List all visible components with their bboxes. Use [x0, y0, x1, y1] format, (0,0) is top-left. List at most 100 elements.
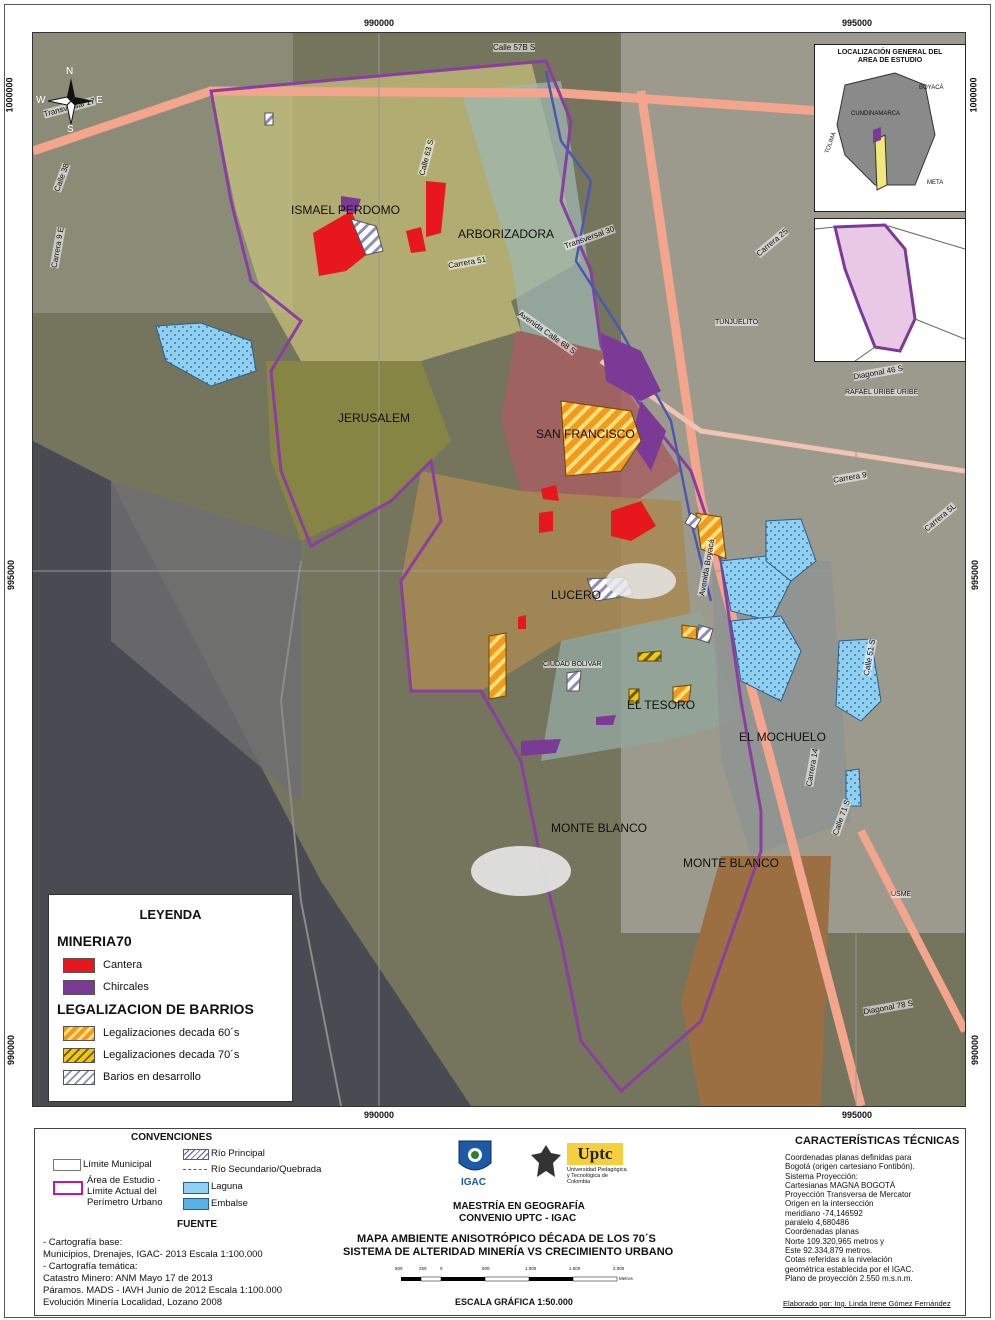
inset-label-cundinamarca: CUNDINAMARCA	[851, 111, 901, 117]
tech-line-1: Coordenadas planas definidas para	[785, 1153, 912, 1162]
cantera-4	[541, 485, 559, 501]
legend-label-chircales: Chircales	[103, 981, 149, 993]
conv-label-study: Área de Estudio - Límite Actual del Perí…	[87, 1175, 163, 1208]
barrio-desarrollo-3	[684, 512, 702, 530]
tech-line-10: Norte 109.320,965 metros y	[785, 1236, 885, 1246]
page-frame	[4, 4, 991, 1318]
zone-label-monteblanco-2: MONTE BLANCO	[683, 856, 780, 870]
legend-item-70s: Legalizaciones decada 70´s	[63, 1047, 239, 1063]
swatch-desarrollo	[63, 1069, 95, 1085]
cantera-6	[539, 511, 553, 533]
coord-bottom-1: 990000	[364, 1110, 395, 1120]
street-calle-57b: Calle 57B S	[493, 43, 536, 52]
tech-lines: Coordenadas planas definidas para Bogotá…	[785, 1153, 915, 1283]
legend-label-desarrollo: Barios en desarrollo	[103, 1071, 201, 1083]
igac-logo-icon	[458, 1140, 492, 1171]
legend-item-desarrollo: Barios en desarrollo	[63, 1069, 201, 1085]
tech-line-2: Bogotá (origen cartesiano Fontibón).	[785, 1162, 915, 1172]
scale-unit: Metros	[619, 1276, 633, 1281]
legend-item-60s: Legalizaciones decada 60´s	[63, 1025, 239, 1041]
zone-label-arborizadora: ARBORIZADORA	[458, 227, 555, 241]
chircal-2	[631, 401, 666, 471]
coord-top-2: 995000	[842, 18, 873, 28]
scale-tick-1: 500	[395, 1266, 403, 1271]
map-graphics	[33, 33, 965, 1106]
compass-icon	[47, 78, 94, 125]
barrio-desarrollo-6	[264, 112, 274, 126]
zone-label-perdomo: ISMAEL PERDOMO	[291, 203, 400, 217]
coord-left-1: 1000000	[4, 77, 15, 113]
source-line-1: - Cartografía base:	[43, 1237, 123, 1248]
tech-line-6: Origen en la intersección	[785, 1199, 874, 1209]
tech-line-5: Proyección Transversa de Mercator	[785, 1190, 912, 1200]
compass-s: S	[67, 124, 74, 135]
source-line-5: Páramos. MADS - IAVH Junio de 2012 Escal…	[43, 1285, 283, 1296]
conv-swatch-rio-principal	[183, 1149, 209, 1160]
conv-swatch-study	[53, 1181, 83, 1195]
cloud-2	[606, 563, 676, 599]
legend-item-cantera: Cantera	[63, 957, 142, 973]
laguna-4	[730, 615, 802, 702]
coord-left-2: 995000	[6, 559, 17, 591]
tech-line-12: Cotas referidas a la nivelación	[785, 1255, 893, 1265]
conv-label-embalse: Embalse	[211, 1198, 248, 1209]
map-title-line-2: SISTEMA DE ALTERIDAD MINERÍA VS CRECIMIE…	[343, 1246, 674, 1258]
barrio-desarrollo-4	[566, 670, 582, 692]
label-rafael-uribe: RAFAEL URIBE URIBE	[845, 389, 919, 396]
compass-w: W	[36, 95, 46, 106]
chircal-1	[601, 333, 661, 401]
laguna-6	[845, 768, 862, 807]
source-line-6: Evolución Minería Localidad, Lozano 2008	[43, 1297, 223, 1308]
scale-tick-3: 0	[440, 1266, 443, 1271]
scale-tick-4: 500	[482, 1266, 490, 1271]
conv-swatch-rio-secundario	[183, 1169, 207, 1170]
swatch-60s	[63, 1025, 95, 1041]
source-line-3: - Cartografía temática:	[43, 1261, 138, 1272]
zone-label-jerusalem: JERUSALEM	[338, 411, 411, 425]
coord-right-1: 1000000	[968, 77, 979, 113]
conv-label-municipal: Límite Municipal	[83, 1159, 152, 1170]
master-label: MAESTRÍA EN GEOGRAFÍA	[453, 1201, 585, 1212]
swatch-cantera	[63, 957, 95, 973]
legalizacion-60s-1	[560, 400, 642, 477]
zone-label-mochuelo: EL MOCHUELO	[739, 730, 826, 744]
zone-jerusalem-area	[266, 361, 451, 541]
eagle-crest-icon	[531, 1145, 561, 1177]
conv-swatch-embalse	[183, 1198, 209, 1210]
cantera-5	[611, 501, 656, 541]
conv-label-rio-principal: Río Principal	[211, 1148, 265, 1159]
legalizacion-70s-1	[637, 650, 662, 662]
cantera-2	[426, 181, 446, 237]
conventions-title: CONVENCIONES	[131, 1132, 213, 1143]
legend-item-chircales: Chircales	[63, 979, 149, 995]
conv-label-rio-secundario: Río Secundario/Quebrada	[211, 1164, 322, 1175]
tech-line-7: meridiano -74,146592	[785, 1208, 863, 1218]
legend-section-legalizacion: LEGALIZACION DE BARRIOS	[57, 1001, 254, 1017]
swatch-70s	[63, 1047, 95, 1063]
inset-zoom-shape	[814, 223, 966, 362]
coord-top-1: 990000	[364, 18, 395, 28]
legend-label-70s: Legalizaciones decada 70´s	[103, 1049, 240, 1061]
laguna-3	[765, 518, 817, 582]
convenio-label: CONVENIO UPTC - IGAC	[459, 1213, 577, 1224]
tech-line-3: Sistema Proyección:	[785, 1171, 858, 1181]
coord-bottom-2: 995000	[842, 1110, 873, 1120]
zone-eltesoro-area	[541, 611, 741, 761]
tech-line-9: Coordenadas planas	[785, 1227, 859, 1237]
zone-label-monteblanco-1: MONTE BLANCO	[551, 821, 648, 835]
conv-swatch-municipal	[53, 1159, 81, 1171]
legend-label-60s: Legalizaciones decada 60´s	[103, 1027, 240, 1039]
uptc-subtitle: Universidad Pedagógica y Tecnológica de …	[567, 1167, 627, 1185]
legend-label-cantera: Cantera	[103, 959, 143, 971]
scale-label: ESCALA GRÁFICA 1:50.000	[455, 1297, 573, 1307]
label-usme: USME	[891, 891, 912, 898]
legend-title: LEYENDA	[139, 907, 202, 922]
main-road-north	[33, 86, 965, 156]
conv-label-laguna: Laguna	[211, 1181, 243, 1192]
inset-title: LOCALIZACIÓN GENERAL DEL AREA DE ESTUDIO	[837, 49, 943, 64]
scale-tick-6: 1.500	[569, 1266, 581, 1271]
cantera-7	[518, 615, 526, 629]
conv-swatch-laguna	[183, 1182, 209, 1194]
coord-right-2: 995000	[970, 559, 981, 591]
scale-tick-2: 250	[419, 1266, 427, 1271]
